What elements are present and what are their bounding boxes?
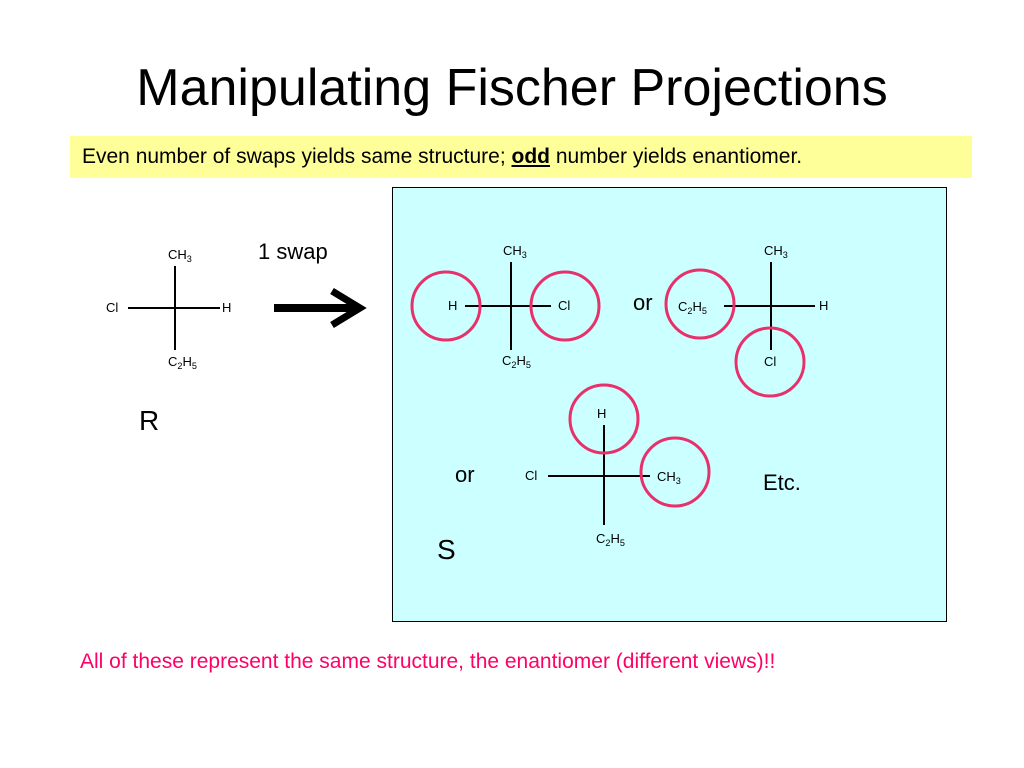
- highlight-circle: [639, 436, 711, 508]
- or-label: or: [633, 290, 653, 315]
- group-top: CH3: [764, 243, 788, 260]
- arrow-label: 1 swap: [258, 239, 328, 264]
- group-bottom: C2H5: [596, 531, 625, 548]
- or-label: or: [455, 462, 475, 487]
- highlight-circle: [664, 268, 736, 340]
- rule-note-emphasis: odd: [511, 145, 550, 168]
- group-right: Cl: [558, 298, 571, 313]
- highlight-circle: [529, 270, 601, 342]
- slide-title: Manipulating Fischer Projections: [136, 59, 888, 117]
- highlight-circle: [410, 270, 482, 342]
- swap-arrow-head: [330, 288, 367, 328]
- group-top: H: [597, 406, 607, 421]
- group-left: H: [448, 298, 458, 313]
- footer-note: All of these represent the same structur…: [80, 650, 776, 673]
- group-top: CH3: [168, 247, 192, 264]
- group-top: CH3: [503, 243, 527, 260]
- config-label-s: S: [437, 534, 456, 565]
- group-bottom: C2H5: [502, 353, 531, 370]
- group-bottom: Cl: [764, 354, 777, 369]
- rule-note: Even number of swaps yields same structu…: [70, 136, 972, 178]
- highlight-circle: [734, 326, 806, 398]
- group-right: H: [819, 298, 829, 313]
- group-left: Cl: [525, 468, 538, 483]
- group-right: CH3: [657, 469, 681, 486]
- group-left: C2H5: [678, 299, 707, 316]
- enantiomer-panel: [392, 187, 947, 622]
- rule-note-text-end: number yields enantiomer.: [550, 145, 803, 168]
- config-label-r: R: [139, 405, 160, 436]
- highlight-circle: [568, 383, 640, 455]
- etc-label: Etc.: [763, 470, 801, 495]
- rule-note-text: Even number of swaps yields same structu…: [82, 145, 512, 168]
- group-left: Cl: [106, 300, 119, 315]
- group-bottom: C2H5: [168, 354, 197, 371]
- group-right: H: [222, 300, 232, 315]
